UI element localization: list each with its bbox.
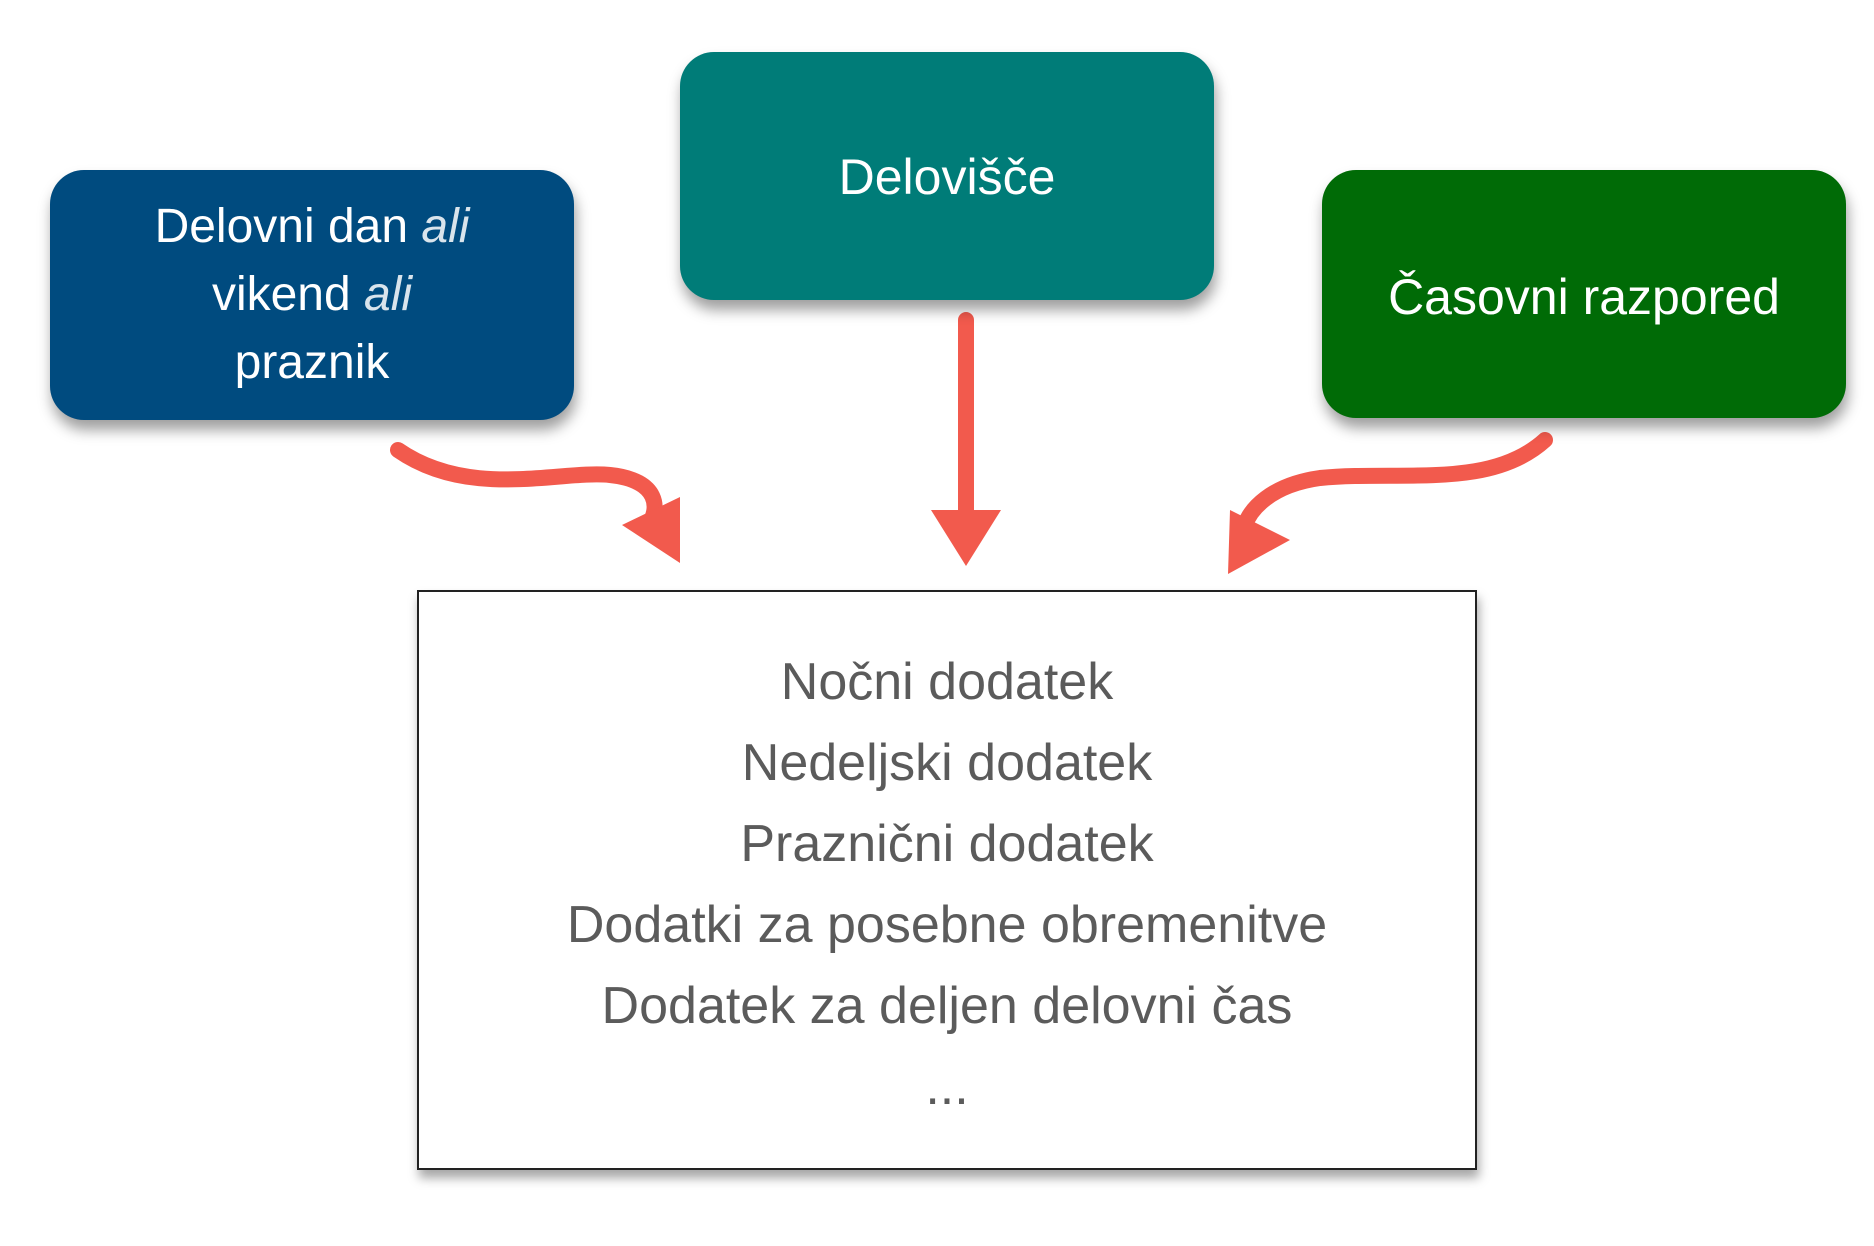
allowance-item: Nočni dodatek bbox=[780, 653, 1114, 711]
allowance-item-ellipsis: ... bbox=[925, 1058, 969, 1116]
workday-weekend-holiday-box: Delovni dan ali vikend ali praznik bbox=[50, 170, 574, 420]
allowance-item: Dodatki za posebne obremenitve bbox=[566, 896, 1328, 954]
schedule-box: Časovni razpored bbox=[1322, 170, 1846, 418]
allowance-item: Praznični dodatek bbox=[740, 815, 1154, 873]
label-workday: Delovni dan bbox=[154, 200, 409, 253]
label-holiday: praznik bbox=[234, 336, 390, 389]
arrow-left bbox=[390, 442, 680, 563]
worksite-label: Delovišče bbox=[838, 149, 1056, 205]
connector-or-2: ali bbox=[364, 268, 413, 321]
label-weekend: vikend bbox=[211, 268, 351, 321]
allowance-item: Dodatek za deljen delovni čas bbox=[601, 977, 1293, 1035]
allowance-item: Nedeljski dodatek bbox=[741, 734, 1153, 792]
arrow-middle bbox=[931, 312, 1001, 566]
arrow-right bbox=[1228, 432, 1553, 574]
schedule-label: Časovni razpored bbox=[1388, 269, 1780, 325]
worksite-box: Delovišče bbox=[680, 52, 1214, 300]
allowances-box: Nočni dodatek Nedeljski dodatek Prazničn… bbox=[417, 590, 1477, 1170]
box-left-line-3: praznik bbox=[155, 329, 470, 397]
connector-or-1: ali bbox=[421, 200, 470, 253]
box-left-line-2: vikend ali bbox=[155, 261, 470, 329]
box-left-line-1: Delovni dan ali bbox=[155, 193, 470, 261]
